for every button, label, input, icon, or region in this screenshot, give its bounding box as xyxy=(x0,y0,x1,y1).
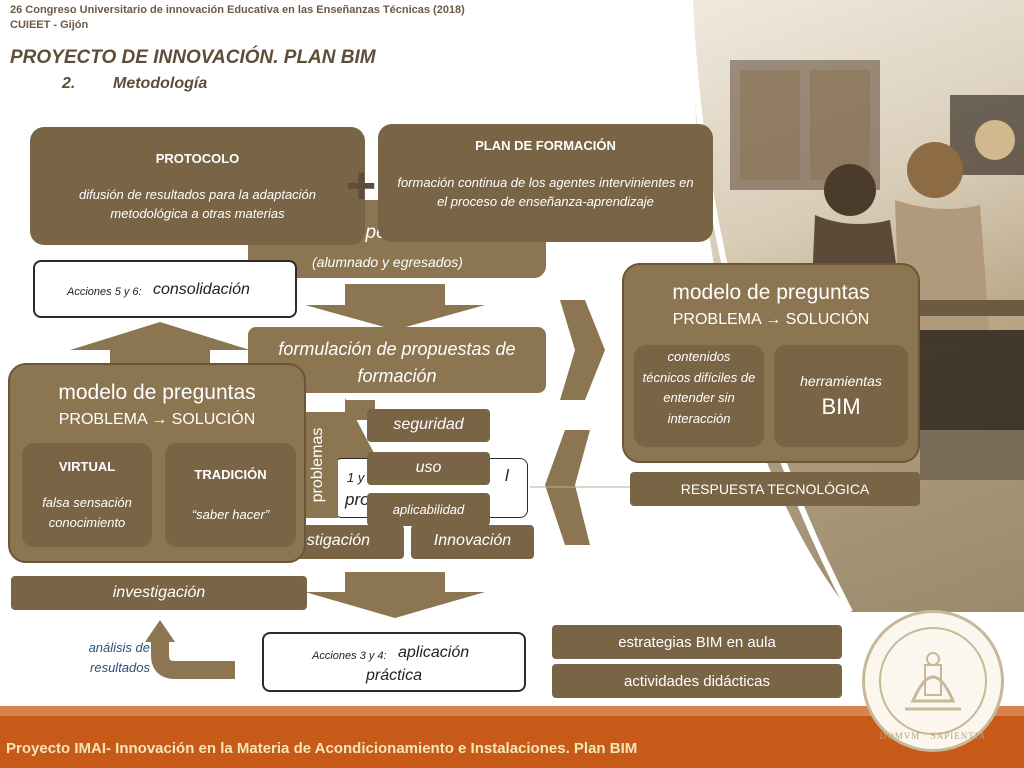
plus-sign: + xyxy=(346,157,377,215)
footer-stripe xyxy=(0,706,1024,716)
acciones-5-6-text: consolidación xyxy=(153,281,250,298)
acciones-1-2-partial-line2: pro xyxy=(345,490,370,509)
chip-aplicabilidad: aplicabilidad xyxy=(367,493,490,526)
acciones-3-4-line2: práctica xyxy=(365,667,423,684)
left-model-tradicion-text: “saber hacer” xyxy=(191,507,270,522)
left-model-subtitle: PROBLEMA → SOLUCIÓN xyxy=(58,411,256,428)
chip-seguridad-text: seguridad xyxy=(393,416,464,433)
seal-text: DOMVM · SAPIENTIA xyxy=(879,731,987,741)
acciones-3-4-prefix: Acciones 3 y 4: xyxy=(312,650,387,662)
right-model-contenidos: contenidos técnicos difíciles de entende… xyxy=(634,345,764,447)
problemas-label-bg xyxy=(302,412,338,518)
problemas-label: problemas xyxy=(309,427,326,503)
page-title: PROYECTO DE INNOVACIÓN. PLAN BIM xyxy=(10,47,376,68)
seal-inner-ring xyxy=(879,627,987,735)
arrow-up-left xyxy=(70,322,250,370)
left-model-virtual-text: falsa sensación conocimiento xyxy=(42,495,132,530)
chip-uso: uso xyxy=(367,452,490,485)
arrow-down-bottom xyxy=(305,572,485,618)
protocolo-text: difusión de resultados para la adaptació… xyxy=(78,187,317,221)
conference-line-2: CUIEET - Gijón xyxy=(10,19,89,31)
chip-seguridad: seguridad xyxy=(367,409,490,442)
arrow-down-top xyxy=(305,284,485,330)
left-model-tradicion-title: TRADICIÓN xyxy=(194,467,267,482)
acciones-3-4-line1: aplicación xyxy=(398,644,470,661)
arrow-return xyxy=(151,640,235,679)
left-model-virtual: VIRTUAL falsa sensación conocimiento xyxy=(22,443,152,547)
respuesta-tecnologica-text: RESPUESTA TECNOLÓGICA xyxy=(680,481,870,497)
chip-aplicabilidad-text: aplicabilidad xyxy=(392,502,465,517)
left-model-box: modelo de preguntas PROBLEMA → SOLUCIÓN … xyxy=(8,363,306,563)
acciones-5-6-box: Acciones 5 y 6: consolidación xyxy=(33,260,297,318)
right-model-herramientas: herramientas BIM xyxy=(774,345,908,447)
protocolo-title: PROTOCOLO xyxy=(155,151,240,166)
right-model-box: modelo de preguntas PROBLEMA → SOLUCIÓN … xyxy=(622,263,920,463)
right-model-title: modelo de preguntas xyxy=(672,281,870,304)
plan-formacion-title: PLAN DE FORMACIÓN xyxy=(475,138,616,153)
footer-bar xyxy=(0,706,1024,768)
right-model-contenidos-text: contenidos técnicos difíciles de entende… xyxy=(642,349,756,426)
right-model-subtitle: PROBLEMA → SOLUCIÓN xyxy=(672,311,870,328)
acciones-3-4-box: Acciones 3 y 4: aplicación práctica xyxy=(262,632,526,692)
acciones-5-6-prefix: Acciones 5 y 6: xyxy=(67,286,142,298)
estrategias-bim-box: estrategias BIM en aula xyxy=(552,625,842,659)
left-model-tradicion: TRADICIÓN “saber hacer” xyxy=(165,443,296,547)
chip-uso-text: uso xyxy=(415,459,442,476)
left-model-virtual-title: VIRTUAL xyxy=(58,459,116,474)
section-number: 2. xyxy=(62,75,76,92)
analisis-resultados: análisis de resultados xyxy=(88,640,150,675)
section-title: Metodología xyxy=(113,75,208,92)
formulacion-text: formulación de propuestas de formación xyxy=(278,339,516,386)
investigacion-bar: investigación xyxy=(11,576,307,610)
conference-line-1: 26 Congreso Universitario de innovación … xyxy=(10,4,465,16)
right-model-herramientas-line1: herramientas xyxy=(800,373,882,389)
plan-formacion-text: formación continua de los agentes interv… xyxy=(397,175,694,209)
footer-text: Proyecto IMAI- Innovación en la Materia … xyxy=(6,740,638,757)
innovacion-text: Innovación xyxy=(433,532,512,549)
innovacion-box: Innovación xyxy=(411,525,534,559)
plan-formacion-box: PLAN DE FORMACIÓN formación continua de … xyxy=(378,124,713,242)
actividades-didacticas-text: actividades didácticas xyxy=(624,673,770,690)
protocolo-box: PROTOCOLO difusión de resultados para la… xyxy=(30,127,365,245)
acciones-1-2-partial-line1: 1 y xyxy=(347,470,365,485)
investigacion-partial-text: estigación xyxy=(298,532,371,549)
acciones-1-2-partial-right: l xyxy=(505,466,509,485)
arrow-right-center xyxy=(560,300,605,400)
left-model-title: modelo de preguntas xyxy=(58,381,256,404)
respuesta-tecnologica: RESPUESTA TECNOLÓGICA xyxy=(630,472,920,506)
seal-emblem-icon xyxy=(905,652,961,711)
university-seal-icon: DOMVM · SAPIENTIA xyxy=(862,610,1004,752)
investigacion-bar-text: investigación xyxy=(112,584,206,601)
estrategias-bim-text: estrategias BIM en aula xyxy=(618,634,776,651)
right-model-herramientas-line2: BIM xyxy=(821,394,861,419)
espejo-caption: (alumnado y egresados) xyxy=(312,254,463,270)
actividades-didacticas-box: actividades didácticas xyxy=(552,664,842,698)
